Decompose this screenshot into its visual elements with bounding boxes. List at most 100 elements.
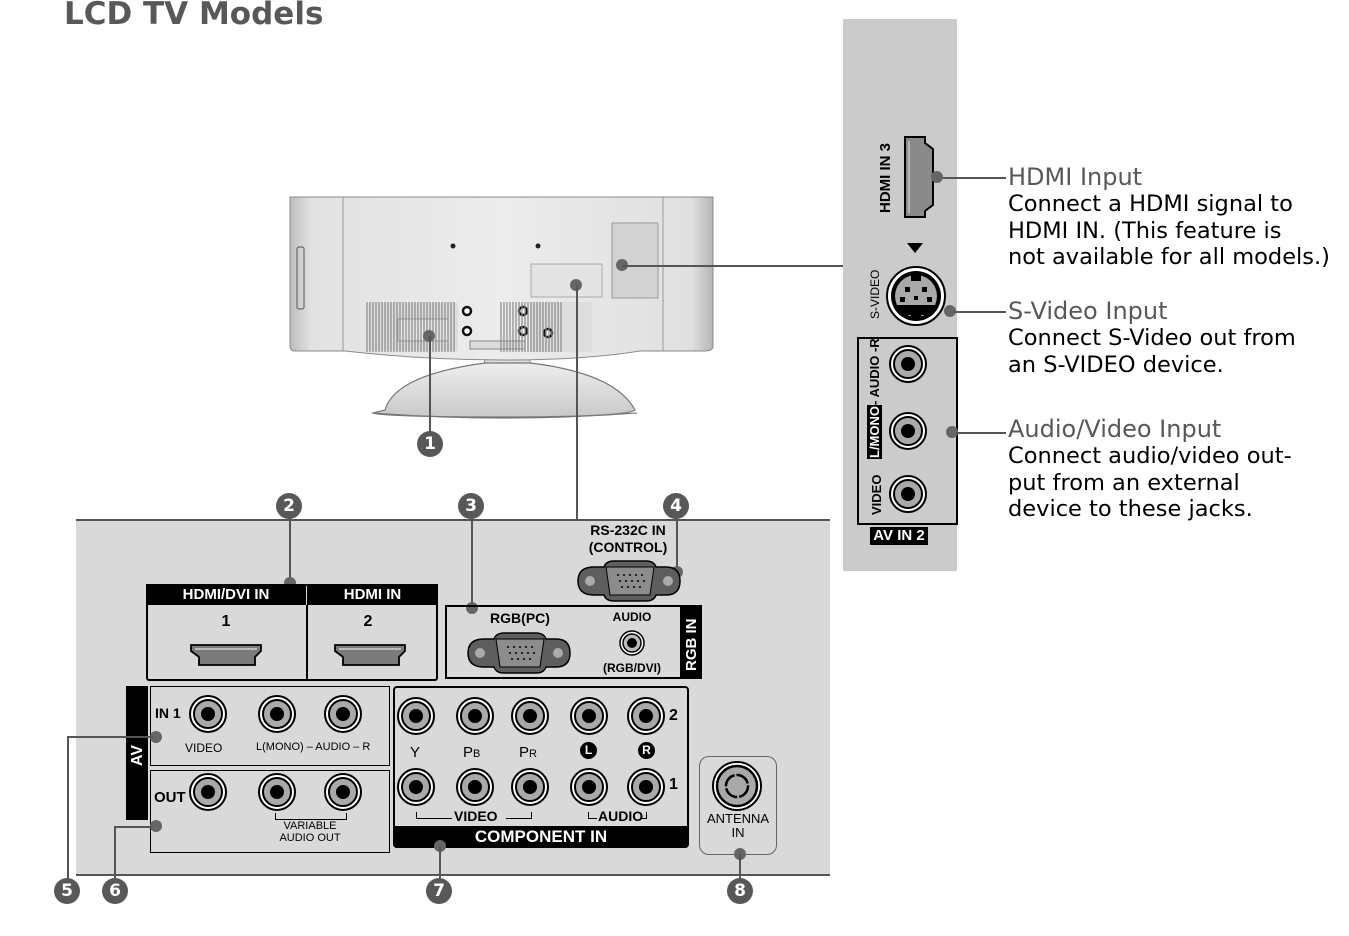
callout-av-input: Audio/Video Input Connect audio/video ou… [1008, 416, 1292, 523]
component-pr-label: PR [519, 744, 537, 761]
hdmi-port-2-number: 2 [363, 613, 373, 630]
antenna-in-line1: ANTENNA [706, 811, 770, 826]
l-mono-label: L/MONO [867, 405, 882, 459]
av-in-2-audio-l-jack[interactable] [889, 412, 927, 450]
audio-bracket-left [588, 812, 597, 819]
badge-1: 1 [417, 431, 443, 457]
callout-dot-5 [150, 731, 162, 743]
av-bar: AV [126, 686, 148, 820]
av-in-1-video-label: VIDEO [185, 741, 223, 755]
leader-line-5v [67, 736, 69, 879]
hdmi-in-3-port[interactable] [903, 135, 935, 219]
component-in-label: COMPONENT IN [393, 826, 689, 848]
av-callout-line [956, 432, 1006, 434]
component-1-audio-r-jack[interactable] [627, 768, 665, 806]
tv-rear-illustration [289, 196, 714, 419]
rgb-audio-label: AUDIO [612, 610, 652, 624]
svideo-callout-line [954, 311, 1006, 313]
hdmi-port-1[interactable] [189, 643, 265, 667]
av-out-audio-r-jack[interactable] [324, 773, 362, 811]
page-title: LCD TV Models [64, 0, 324, 32]
hdmi-dvi-in-label: HDMI/DVI IN [146, 584, 306, 605]
rgb-audio-jack[interactable] [618, 629, 646, 657]
callout-line: not available for all models.) [1008, 244, 1330, 270]
leader-line-4 [676, 518, 678, 570]
component-video-label: VIDEO [454, 808, 498, 824]
leader-line-2 [289, 518, 291, 580]
leader-line-1 [429, 336, 431, 432]
hdmi-port-1-number: 1 [221, 613, 231, 630]
vent-grille [366, 302, 562, 352]
antenna-in-label: ANTENNA IN [700, 812, 776, 840]
video-bracket-right [506, 812, 532, 819]
av-out-video-jack[interactable] [189, 773, 227, 811]
component-2-pr-jack[interactable] [511, 697, 549, 735]
hdmi-callout-dot [931, 171, 943, 183]
badge-4: 4 [663, 493, 689, 519]
av-in-1-audio-r-jack[interactable] [324, 695, 362, 733]
leader-line-3 [471, 518, 473, 606]
svideo-label: S-VIDEO [868, 269, 882, 319]
callout-line: HDMI IN. (This feature is [1008, 217, 1282, 244]
av-in-1-video-jack[interactable] [189, 695, 227, 733]
callout-svideo-input: S-Video Input Connect S-Video out from a… [1008, 298, 1296, 378]
component-2-pb-jack[interactable] [456, 697, 494, 735]
rs232c-label: RS-232C IN (CONTROL) [566, 522, 690, 556]
component-1-y-jack[interactable] [397, 768, 435, 806]
rgb-in-label: RGB IN [683, 618, 700, 672]
side-panel: HDMI IN 3 S-VIDEO L/MONO- AUDIO -R VIDEO… [843, 19, 958, 571]
badge-8: 8 [727, 878, 753, 904]
leader-line-8 [739, 854, 741, 878]
leader-line-5h [67, 736, 153, 738]
component-1-pb-jack[interactable] [456, 768, 494, 806]
av-callout-dot [946, 426, 958, 438]
variable-audio-out-line2: AUDIO OUT [279, 832, 341, 844]
rgb-pc-port[interactable] [464, 631, 574, 675]
hdmi-in-label: HDMI IN [307, 584, 438, 605]
variable-audio-bracket [275, 813, 347, 820]
leader-line-7 [439, 846, 441, 878]
svideo-port[interactable] [885, 265, 947, 327]
callout-line: put from an external [1008, 469, 1240, 496]
callout-line: Connect S-Video out from [1008, 325, 1296, 351]
audio-r-label: - AUDIO -R [867, 338, 882, 405]
callout-line: Connect audio/video out- [1008, 443, 1292, 469]
hdmi-in-3-label: HDMI IN 3 [877, 142, 894, 213]
callout-line: an S-VIDEO device. [1008, 351, 1224, 378]
callout-dot-6 [150, 820, 162, 832]
badge-3: 3 [458, 493, 484, 519]
callout-title: S-Video Input [1008, 297, 1168, 325]
av-in-2-video-label: VIDEO [869, 474, 884, 515]
component-audio-label: AUDIO [598, 808, 644, 824]
callout-line: Connect a HDMI signal to [1008, 191, 1293, 217]
badge-7: 7 [426, 878, 452, 904]
badge-2: 2 [276, 493, 302, 519]
callout-hdmi-input: HDMI Input Connect a HDMI signal to HDMI… [1008, 164, 1330, 271]
badge-6: 6 [102, 878, 128, 904]
av-in-2-video-jack[interactable] [889, 475, 927, 513]
leader-line-back-panel [576, 285, 578, 520]
triangle-indicator-icon [907, 243, 923, 253]
component-1-pr-jack[interactable] [511, 768, 549, 806]
av-in-1-box [150, 686, 390, 766]
av-in-2-audio-r-jack[interactable] [889, 345, 927, 383]
antenna-in-line2: IN [731, 825, 745, 840]
component-2-audio-r-jack[interactable] [627, 697, 665, 735]
hdmi-port-2[interactable] [333, 643, 409, 667]
rs232c-port[interactable] [574, 559, 684, 603]
av-out-label: OUT [154, 789, 186, 806]
component-r-label: R [638, 742, 655, 759]
callout-title: HDMI Input [1008, 163, 1143, 191]
leader-line-6h [114, 826, 152, 828]
antenna-in-jack[interactable] [711, 760, 763, 812]
av-in-1-audio-l-jack[interactable] [258, 695, 296, 733]
component-1-audio-l-jack[interactable] [570, 768, 608, 806]
rs232c-label-line2: (CONTROL) [588, 539, 668, 555]
component-2-audio-l-jack[interactable] [570, 697, 608, 735]
av-label: AV [129, 744, 146, 766]
component-2-y-jack[interactable] [397, 697, 435, 735]
rgb-in-bar: RGB IN [680, 605, 702, 679]
rgb-dvi-label: (RGB/DVI) [603, 661, 661, 675]
component-l-label: L [580, 742, 597, 759]
av-out-audio-l-jack[interactable] [258, 773, 296, 811]
